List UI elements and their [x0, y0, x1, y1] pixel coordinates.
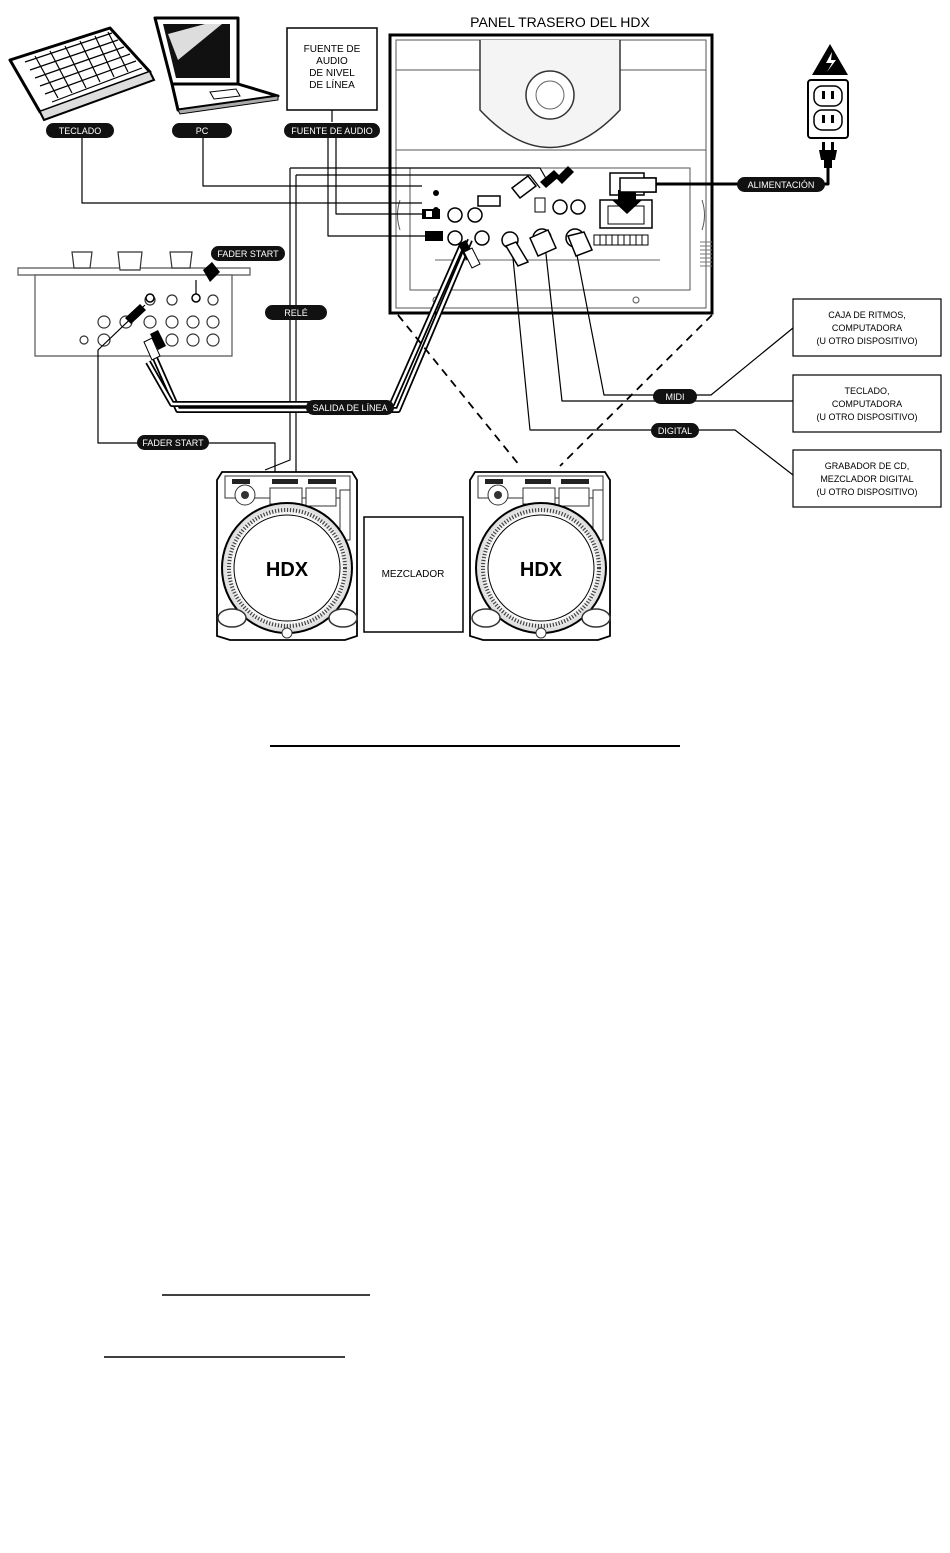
hdx-logo-left: HDX: [266, 559, 309, 581]
label-digital: DIGITAL: [651, 423, 699, 438]
label-teclado: TECLADO: [46, 123, 114, 138]
label-fuente-audio: FUENTE DE AUDIO: [284, 123, 380, 138]
keyboard-device-line-3: (U OTRO DISPOSITIVO): [816, 412, 917, 422]
label-midi-text: MIDI: [666, 392, 685, 402]
cd-recorder-line-1: GRABADOR DE CD,: [825, 461, 910, 471]
label-rele: RELÉ: [265, 305, 327, 320]
label-rele-text: RELÉ: [284, 308, 308, 318]
label-pc-text: PC: [196, 126, 209, 136]
drum-machine-line-1: CAJA DE RITMOS,: [828, 310, 906, 320]
rear-panel-title: PANEL TRASERO DEL HDX: [470, 14, 650, 30]
label-salida-linea-text: SALIDA DE LÍNEA: [312, 403, 387, 413]
label-digital-text: DIGITAL: [658, 426, 692, 436]
device-box-keyboard: TECLADO, COMPUTADORA (U OTRO DISPOSITIVO…: [792, 374, 942, 433]
device-box-cd-recorder: GRABADOR DE CD, MEZCLADOR DIGITAL (U OTR…: [792, 449, 942, 508]
hdx-deck-right: HDX: [469, 471, 611, 641]
label-fader-start-top: FADER START: [211, 246, 285, 261]
label-fader-start-bottom: FADER START: [137, 435, 209, 450]
mixer-box: MEZCLADOR: [363, 516, 464, 633]
keyboard-icon: [8, 26, 156, 122]
power-outlet-icon: [807, 44, 849, 168]
device-box-drum-machine: CAJA DE RITMOS, COMPUTADORA (U OTRO DISP…: [792, 298, 942, 357]
label-fader-start-top-text: FADER START: [217, 249, 279, 259]
mixer-label: MEZCLADOR: [382, 569, 445, 580]
cables: [81, 110, 830, 476]
cd-recorder-line-2: MEZCLADOR DIGITAL: [820, 474, 913, 484]
label-alimentacion-text: ALIMENTACIÓN: [748, 180, 815, 190]
label-midi: MIDI: [653, 389, 697, 404]
source-box-line-2: AUDIO: [316, 56, 348, 67]
drum-machine-line-2: COMPUTADORA: [832, 323, 902, 333]
source-box-line-3: DE NIVEL: [309, 68, 355, 79]
source-box-line-4: DE LÍNEA: [309, 78, 355, 91]
hdx-logo-right: HDX: [520, 559, 563, 581]
laptop-icon: [153, 16, 280, 115]
hdx-deck-left: HDX: [216, 471, 358, 641]
label-alimentacion: ALIMENTACIÓN: [737, 177, 825, 192]
label-pc: PC: [172, 123, 232, 138]
label-teclado-text: TECLADO: [59, 126, 102, 136]
keyboard-device-line-2: COMPUTADORA: [832, 399, 902, 409]
keyboard-device-line-1: TECLADO,: [844, 386, 889, 396]
drum-machine-line-3: (U OTRO DISPOSITIVO): [816, 336, 917, 346]
source-box-line-1: FUENTE DE: [304, 44, 361, 55]
label-fuente-audio-text: FUENTE DE AUDIO: [291, 126, 373, 136]
line-level-source-box: FUENTE DE AUDIO DE NIVEL DE LÍNEA: [286, 27, 378, 111]
cd-recorder-line-3: (U OTRO DISPOSITIVO): [816, 487, 917, 497]
connector-plugs: [125, 166, 657, 361]
label-salida-linea: SALIDA DE LÍNEA: [306, 400, 394, 415]
label-fader-start-bottom-text: FADER START: [142, 438, 204, 448]
